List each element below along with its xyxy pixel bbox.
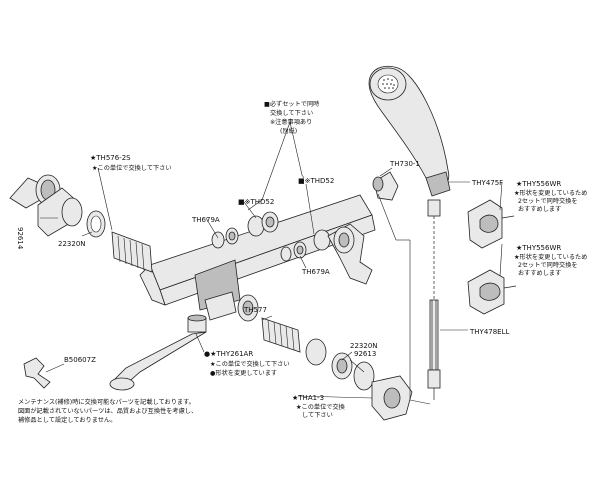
right-cap [353, 361, 413, 421]
label-thy475f: THY475F [471, 179, 503, 187]
label-th577: TH577 [243, 306, 267, 314]
note-thy261ar-b: ●形状を変更しています [210, 369, 277, 377]
shower-hose [427, 199, 441, 400]
note-tha1-a: ★この単位で交換 [296, 403, 346, 411]
note-thy556wr-1-b: 2セットで同時交換を [518, 197, 578, 205]
left-cartridge [86, 210, 153, 273]
leader-lines [40, 121, 503, 405]
shower-head [368, 65, 451, 197]
footer-notes: メンテナンス(補修)時に交換可能なパーツを記載しております。 図面が記載されてい… [18, 398, 197, 424]
label-thy478ell: THY478ELL [469, 328, 509, 336]
elbow-connector [372, 171, 399, 201]
label-thy556wr-2: ★THY556WR [516, 244, 561, 252]
must-set-note: ■必ずセットで同時 [264, 100, 319, 108]
label-92613: 92613 [354, 350, 376, 358]
note-thy556wr-2-b: 2セットで同時交換を [518, 261, 578, 269]
label-b50607z: B50607Z [64, 356, 96, 364]
label-thy261ar: ●★THY261AR [204, 350, 253, 358]
note-thy556wr-2-a: ★形状を変更しているため [514, 253, 587, 261]
label-tha1: ★THA1-3 [292, 394, 324, 402]
shower-hook-lower [467, 269, 517, 315]
label-thd52-b: ■※THD52 [298, 177, 334, 185]
temperature-handle [9, 174, 83, 237]
note-thy556wr-1-a: ★形状を変更しているため [514, 189, 587, 197]
label-th679a-left: TH679A [191, 216, 220, 224]
callouts: ■必ずセットで同時 交換して下さい ※注意事項あり (別紙) ★TH576-2S… [16, 100, 587, 419]
attention-note: ※注意事項あり [270, 118, 312, 126]
separate-note: (別紙) [280, 127, 297, 135]
label-thd52-a: ■※THD52 [238, 198, 274, 206]
footer-line-2: 図面が記載されていないパーツは、品質および互換性を考慮し、 [18, 407, 197, 415]
label-92614: 92614 [16, 227, 24, 250]
note-tha1-b: して下さい [302, 412, 333, 419]
note-thy261ar-a: ★この単位で交換して下さい [210, 360, 290, 368]
label-22320n-left: 22320N [58, 240, 86, 248]
label-th679a-right: TH679A [301, 268, 330, 276]
spout-cartridge [237, 294, 353, 380]
flow-handle [327, 223, 373, 285]
label-22320n-right: 22320N [350, 342, 378, 350]
spout [109, 314, 207, 391]
small-rings-right [280, 229, 331, 262]
label-th730: TH730-1 [389, 160, 420, 168]
small-rings-left [211, 211, 279, 249]
footer-line-1: メンテナンス(補修)時に交換可能なパーツを記載しております。 [18, 398, 195, 406]
must-set-note-2: 交換して下さい [270, 109, 313, 117]
note-th576: ★この単位で交換して下さい [92, 164, 172, 172]
key-tool [23, 357, 51, 389]
shower-hook-upper [467, 199, 515, 249]
footer-line-3: 補修品として設定しておりません。 [18, 416, 116, 424]
note-thy556wr-1-c: おすすめします [518, 206, 561, 213]
label-thy556wr-1: ★THY556WR [516, 180, 561, 188]
note-thy556wr-2-c: おすすめします [518, 270, 561, 277]
label-th576: ★TH576-2S [90, 154, 131, 162]
